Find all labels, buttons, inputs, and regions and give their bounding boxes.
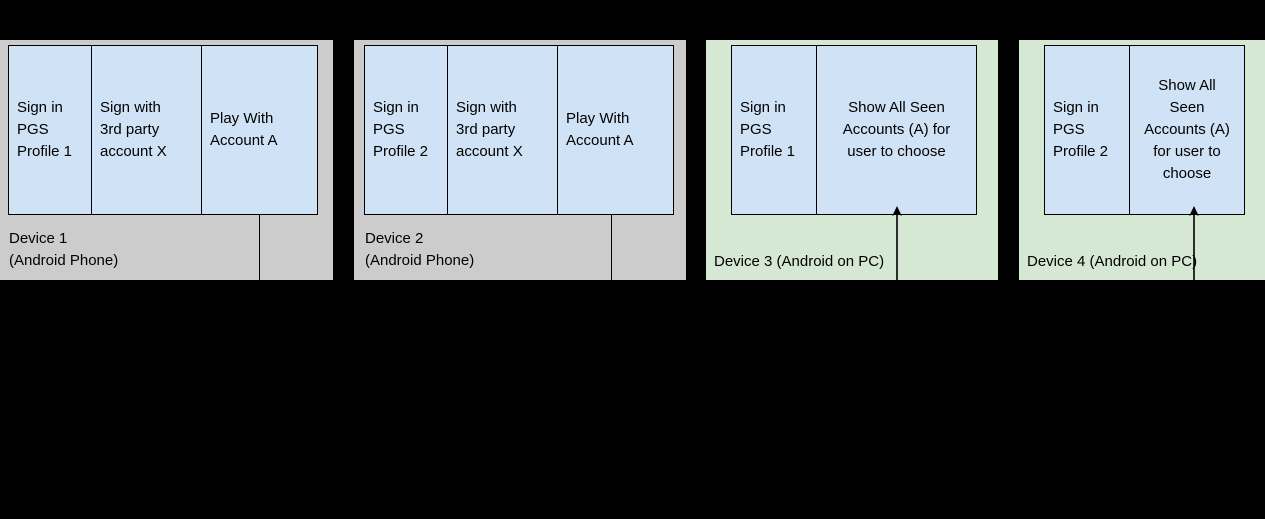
device-panel-2: Sign in PGS Profile 2 Sign with 3rd part… [354,40,686,280]
device-panel-4: Sign in PGS Profile 2 Show All Seen Acco… [1019,40,1265,280]
device-3-step-row: Sign in PGS Profile 1 Show All Seen Acco… [731,45,977,215]
device-2-divider-line [611,215,612,280]
arrow-up-icon-device-3 [892,206,902,290]
device-4-label: Device 4 (Android on PC) [1027,253,1198,270]
device-4-signin-box[interactable]: Sign in PGS Profile 2 [1045,46,1130,214]
device-2-thirdparty-box[interactable]: Sign with 3rd party account X [448,46,558,214]
device-3-accounts-box[interactable]: Show All Seen Accounts (A) for user to c… [842,99,951,160]
device-1-signin-box[interactable]: Sign in PGS Profile 1 [9,46,92,214]
device-1-thirdparty-box[interactable]: Sign with 3rd party account X [92,46,202,214]
device-2-play-box[interactable]: Play With Account A [566,110,634,149]
device-panel-1: Sign in PGS Profile 1 Sign with 3rd part… [0,40,333,280]
device-4-step-row: Sign in PGS Profile 2 Show All Seen Acco… [1044,45,1245,215]
device-3-label: Device 3 (Android on PC) [714,253,885,270]
device-2-signin-box[interactable]: Sign in PGS Profile 2 [365,46,448,214]
device-2-label: Device 2 (Android Phone) [365,230,475,269]
device-3-signin-box[interactable]: Sign in PGS Profile 1 [732,46,817,214]
device-1-divider-line [259,215,260,280]
device-2-step-row: Sign in PGS Profile 2 Sign with 3rd part… [364,45,674,215]
device-panel-3: Sign in PGS Profile 1 Show All Seen Acco… [706,40,998,280]
arrow-up-icon-device-4 [1189,206,1199,290]
device-4-accounts-box[interactable]: Show All Seen Accounts (A) for user to c… [1144,77,1230,182]
device-1-play-box[interactable]: Play With Account A [210,110,278,149]
device-1-step-row: Sign in PGS Profile 1 Sign with 3rd part… [8,45,318,215]
device-1-label: Device 1 (Android Phone) [9,230,119,269]
